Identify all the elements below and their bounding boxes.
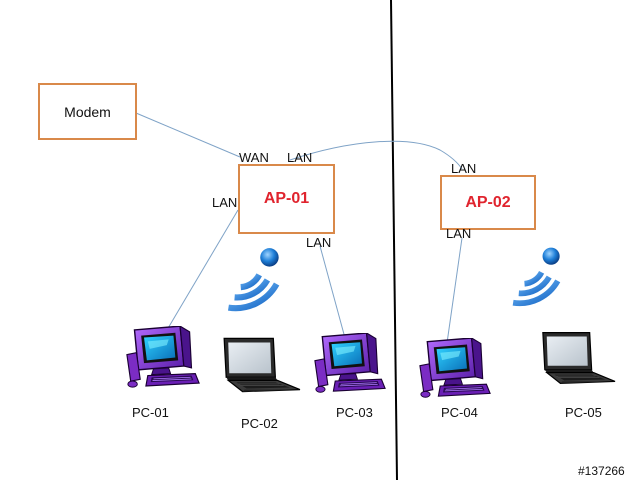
- link-ap02-pc04: [446, 237, 463, 344]
- pc-label-pc05: PC-05: [565, 405, 602, 420]
- pc-label-pc03: PC-03: [336, 405, 373, 420]
- port-label-ap02-lan-top: LAN: [451, 161, 477, 176]
- link-ap01-pc01: [163, 209, 239, 336]
- ap01-box: AP-01: [238, 164, 335, 234]
- port-label-ap01-lan-uplink: LAN: [287, 150, 313, 165]
- zone-divider-line: [390, 0, 398, 480]
- pc-label-pc01: PC-01: [132, 405, 169, 420]
- port-label-ap02-lan-bottom: LAN: [446, 226, 472, 241]
- ap02-box: AP-02: [440, 175, 536, 230]
- laptop-icon-pc05: [542, 332, 616, 384]
- port-label-ap01-lan-bottom: LAN: [306, 235, 332, 250]
- laptop-icon-pc02: [223, 337, 301, 393]
- pc-label-pc04: PC-04: [441, 405, 478, 420]
- desktop-pc-icon-pc01: [126, 326, 200, 388]
- modem-box: Modem: [38, 83, 137, 140]
- image-watermark: #137266: [578, 464, 625, 478]
- ap01-label: AP-01: [263, 190, 310, 207]
- desktop-pc-icon-pc03: [314, 333, 386, 393]
- desktop-pc-icon-pc04: [419, 338, 491, 398]
- link-ap01-pc03: [319, 245, 346, 339]
- port-label-ap01-wan: WAN: [239, 150, 269, 165]
- wifi-icon-ap02: [513, 248, 560, 304]
- modem-label: Modem: [64, 103, 111, 120]
- ap02-label: AP-02: [465, 193, 511, 211]
- pc-label-pc02: PC-02: [241, 416, 278, 431]
- link-modem-ap01: [135, 112, 241, 158]
- wifi-icon-ap01: [228, 248, 278, 308]
- port-label-ap01-lan-left: LAN: [212, 195, 238, 210]
- link-ap01-ap02: [289, 140, 463, 170]
